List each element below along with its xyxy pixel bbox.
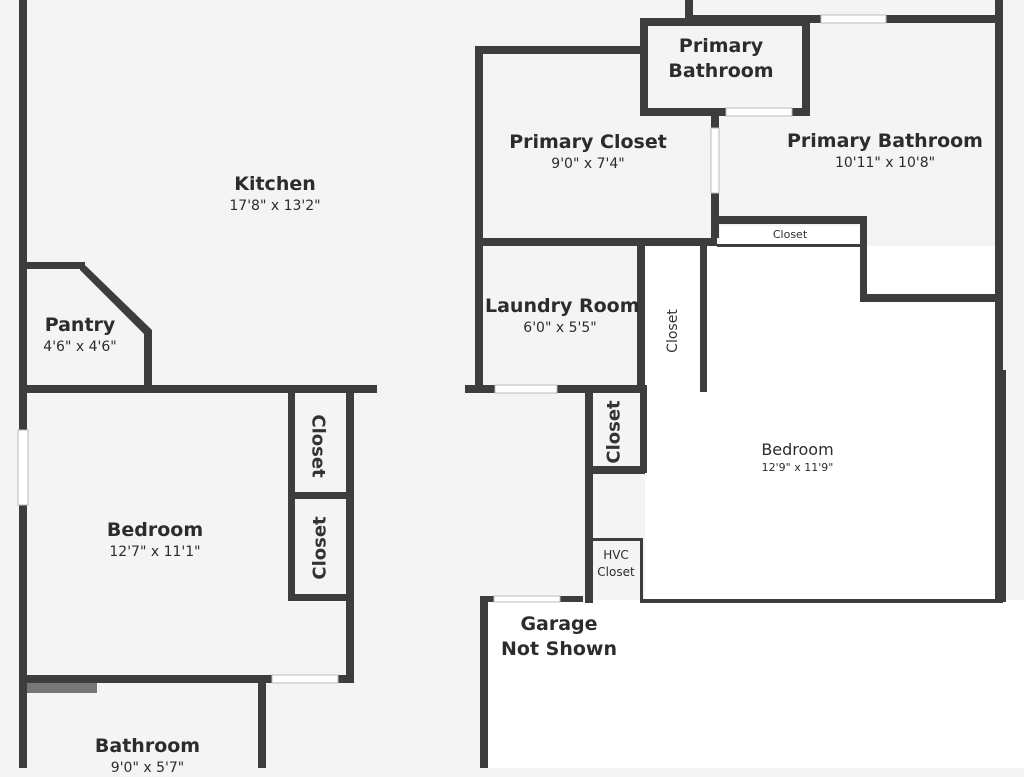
room-kitchen-dims: 17'8" x 13'2" [229,197,321,214]
closet-left-upper: Closet [307,414,329,478]
room-kitchen-name: Kitchen [234,173,316,195]
room-bedroom-right-name: Bedroom [761,440,834,459]
room-pantry-name: Pantry [44,314,116,336]
closet-mid: Closet [603,400,625,464]
closet-left-lower: Closet [309,516,331,580]
room-primary-bath-small-name: Primary Bathroom [668,35,774,83]
room-primary-closet-dims: 9'0" x 7'4" [551,155,625,172]
room-bathroom-dims: 9'0" x 5'7" [110,759,185,776]
room-bedroom-left-name: Bedroom [106,519,204,541]
closet-top-floor [720,226,860,246]
room-primary-bathroom-name: Primary Bathroom [787,130,983,152]
room-pantry-dims: 4'6" x 4'6" [43,338,117,355]
room-primary-bathroom-dims: 10'11" x 10'8" [834,154,936,171]
garage-label: Garage Not Shown [500,612,618,661]
room-bedroom-right-dims: 12'9" x 11'9" [761,461,834,475]
room-bedroom-left-dims: 12'7" x 11'1" [109,543,201,560]
walls [19,0,1006,768]
room-bedroom-right: Bedroom 12'9" x 11'9" [735,440,860,474]
room-kitchen: Kitchen 17'8" x 13'2" [205,173,345,215]
room-bathroom: Bathroom 9'0" x 5'7" [80,735,215,777]
garage-area [488,600,1024,768]
room-laundry-dims: 6'0" x 5'5" [523,319,597,336]
room-primary-bath-small: Primary Bathroom [660,34,782,84]
room-primary-closet: Primary Closet 9'0" x 7'4" [503,131,673,173]
garage-label-text: Garage Not Shown [501,613,617,660]
room-laundry-name: Laundry Room [485,295,640,317]
room-bathroom-name: Bathroom [94,735,201,757]
room-pantry: Pantry 4'6" x 4'6" [30,314,130,356]
closet-small-top: Closet [772,228,808,241]
room-primary-bathroom: Primary Bathroom 10'11" x 10'8" [780,130,990,172]
closet-laundry-side: Closet [665,309,681,353]
room-bedroom-left: Bedroom 12'7" x 11'1" [95,519,215,561]
room-primary-closet-name: Primary Closet [509,131,667,153]
room-laundry: Laundry Room 6'0" x 5'5" [485,295,640,337]
windows [17,14,887,684]
closet-hvc: HVC Closet [597,548,635,580]
